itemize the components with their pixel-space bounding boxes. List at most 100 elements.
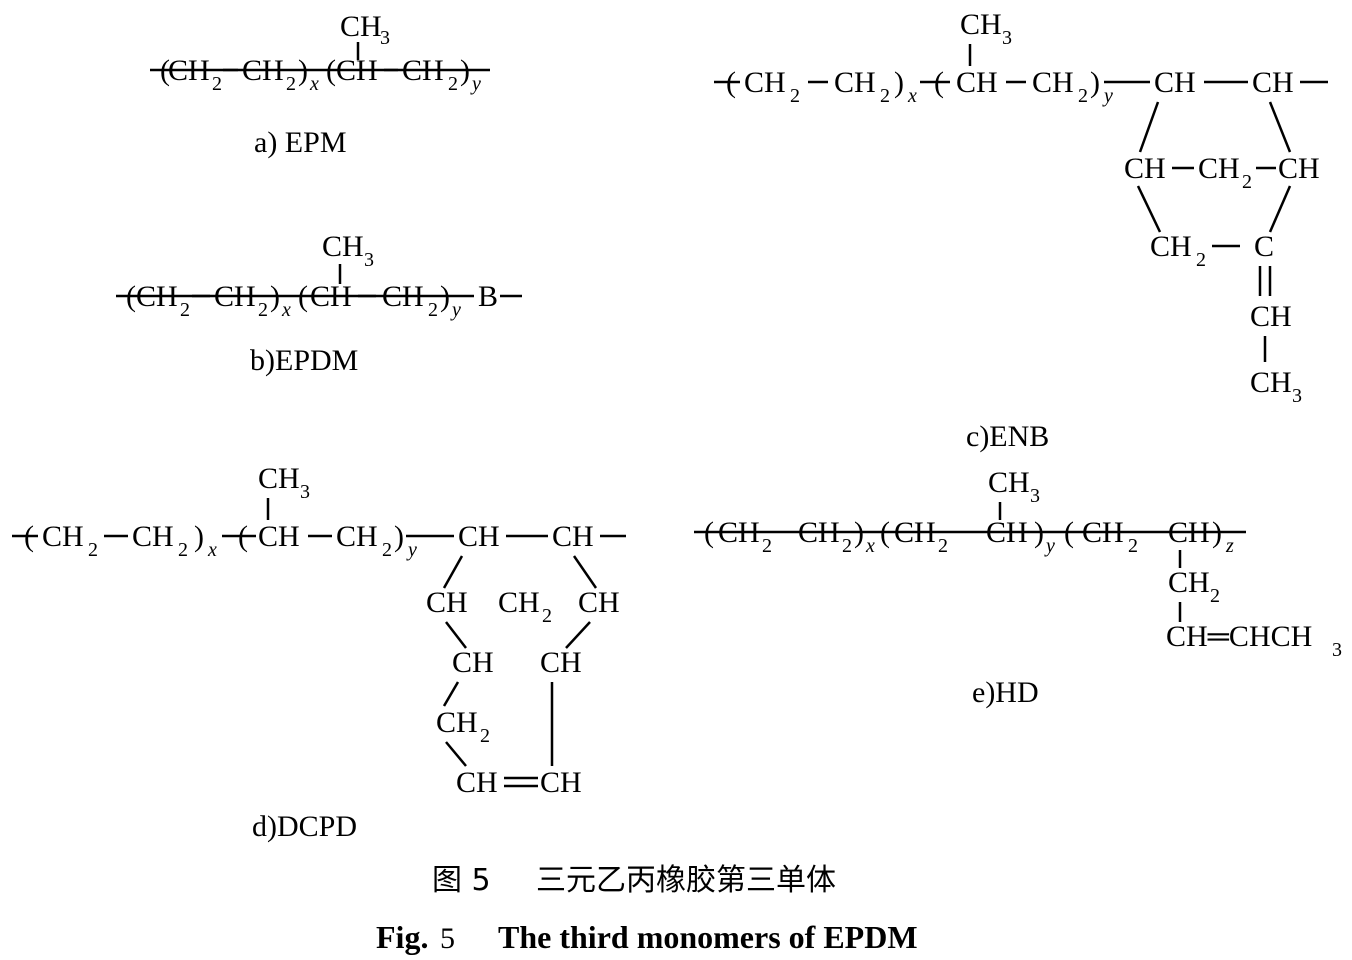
- paren: ): [1090, 66, 1100, 99]
- caption-zh: 图 5 三元乙丙橡胶第三单体: [432, 863, 836, 898]
- paren: (: [160, 54, 170, 87]
- subscript-z: z: [1225, 535, 1234, 557]
- subscript: 2: [842, 535, 852, 557]
- atom-ch3: CH: [1250, 366, 1292, 399]
- atom-ch3: CH: [988, 466, 1030, 499]
- atom-ch2: CH: [1168, 566, 1210, 599]
- atom-ch2: CH: [1082, 516, 1124, 549]
- subscript-y: y: [470, 73, 481, 95]
- bond: [442, 681, 460, 707]
- paren: ): [460, 54, 470, 87]
- label-epm: a) EPM: [254, 126, 347, 159]
- subscript-y: y: [406, 539, 417, 561]
- atom-ch: CH: [310, 280, 352, 313]
- atom-ch2: CH: [718, 516, 760, 549]
- paren: (: [326, 54, 336, 87]
- subscript: 3: [364, 249, 374, 271]
- subscript: 2: [1210, 585, 1220, 607]
- caption-en-text: The third monomers of EPDM: [498, 919, 918, 955]
- atom-ch3: CH: [258, 462, 300, 495]
- subscript: 2: [542, 605, 552, 627]
- atom-ch: CH: [540, 646, 582, 679]
- atom-ch: CH: [1168, 516, 1210, 549]
- bond: [442, 555, 464, 589]
- subscript-x: x: [281, 299, 291, 321]
- atom-ch2: CH: [894, 516, 936, 549]
- paren: (: [704, 516, 714, 549]
- paren: ): [894, 66, 904, 99]
- subscript-x: x: [207, 539, 217, 561]
- structure-epm: CH 3 ( CH 2 CH 2 ) x ( CH CH 2 ) y a) EP…: [150, 10, 490, 159]
- structure-hd: CH 3 ( CH 2 CH 2 ) x ( CH 2 CH ) y ( CH …: [694, 466, 1342, 709]
- subscript-x: x: [309, 73, 319, 95]
- subscript: 2: [428, 299, 438, 321]
- caption-en-number: 5: [440, 922, 455, 955]
- atom-ch2: CH: [402, 54, 444, 87]
- subscript-x: x: [865, 535, 875, 557]
- paren: (: [24, 520, 34, 553]
- atom-ch: CH: [456, 766, 498, 799]
- subscript: 2: [180, 299, 190, 321]
- atom-ch2: CH: [498, 586, 540, 619]
- atom-ch2: CH: [1150, 230, 1192, 263]
- structure-dcpd: CH 3 ( CH 2 CH 2 ) x ( CH CH 2 ) y CH CH…: [12, 462, 626, 843]
- atom-ch2: CH: [798, 516, 840, 549]
- atom-ch: CH: [956, 66, 998, 99]
- atom-ch: CH: [1250, 300, 1292, 333]
- atom-ch: CH: [1154, 66, 1196, 99]
- paren: (: [934, 66, 944, 99]
- caption-en: Fig. 5 The third monomers of EPDM: [376, 919, 918, 955]
- atom-b: B: [478, 280, 498, 313]
- bond: [1136, 185, 1162, 233]
- paren: ): [1212, 516, 1222, 549]
- atom-ch: CH: [258, 520, 300, 553]
- subscript: 2: [178, 539, 188, 561]
- label-hd: e)HD: [972, 676, 1039, 709]
- atom-ch2: CH: [42, 520, 84, 553]
- paren: (: [126, 280, 136, 313]
- subscript: 2: [1078, 85, 1088, 107]
- paren: ): [270, 280, 280, 313]
- subscript-y: y: [1102, 85, 1113, 107]
- bond: [572, 555, 598, 589]
- atom-ch: CH: [452, 646, 494, 679]
- atom-ch: CH: [458, 520, 500, 553]
- atom-ch2: CH: [834, 66, 876, 99]
- paren: (: [726, 66, 736, 99]
- caption-zh-text: 三元乙丙橡胶第三单体: [536, 863, 836, 898]
- subscript: 2: [790, 85, 800, 107]
- paren: (: [880, 516, 890, 549]
- subscript: 2: [258, 299, 268, 321]
- atom-ch2: CH: [744, 66, 786, 99]
- atom-ch2: CH: [336, 520, 378, 553]
- atom-ch2: CH: [132, 520, 174, 553]
- subscript-y: y: [450, 299, 461, 321]
- atom-ch: CH: [578, 586, 620, 619]
- atom-ch2: CH: [1198, 152, 1240, 185]
- subscript: 2: [448, 73, 458, 95]
- atom-ch2: CH: [136, 280, 178, 313]
- structure-epdm: CH 3 ( CH 2 CH 2 ) x ( CH CH 2 ) y B b)E…: [116, 230, 522, 377]
- label-enb: c)ENB: [966, 420, 1049, 453]
- subscript: 3: [1332, 639, 1342, 661]
- subscript: 3: [1292, 385, 1302, 407]
- atom-ch2: CH: [242, 54, 284, 87]
- paren: ): [1034, 516, 1044, 549]
- subscript: 2: [286, 73, 296, 95]
- subscript: 2: [880, 85, 890, 107]
- subscript: 3: [380, 27, 390, 49]
- bond: [565, 621, 591, 649]
- atom-ch2: CH: [214, 280, 256, 313]
- atom-ch: CH: [1124, 152, 1166, 185]
- subscript: 2: [762, 535, 772, 557]
- bond: [1268, 101, 1292, 153]
- label-epdm: b)EPDM: [250, 344, 358, 377]
- bond: [445, 741, 467, 767]
- paren: ): [194, 520, 204, 553]
- caption-en-prefix: Fig.: [376, 919, 428, 955]
- paren: ): [440, 280, 450, 313]
- subscript-y: y: [1044, 535, 1055, 557]
- atom-ch2: CH: [382, 280, 424, 313]
- caption-zh-number: 图 5: [432, 863, 491, 898]
